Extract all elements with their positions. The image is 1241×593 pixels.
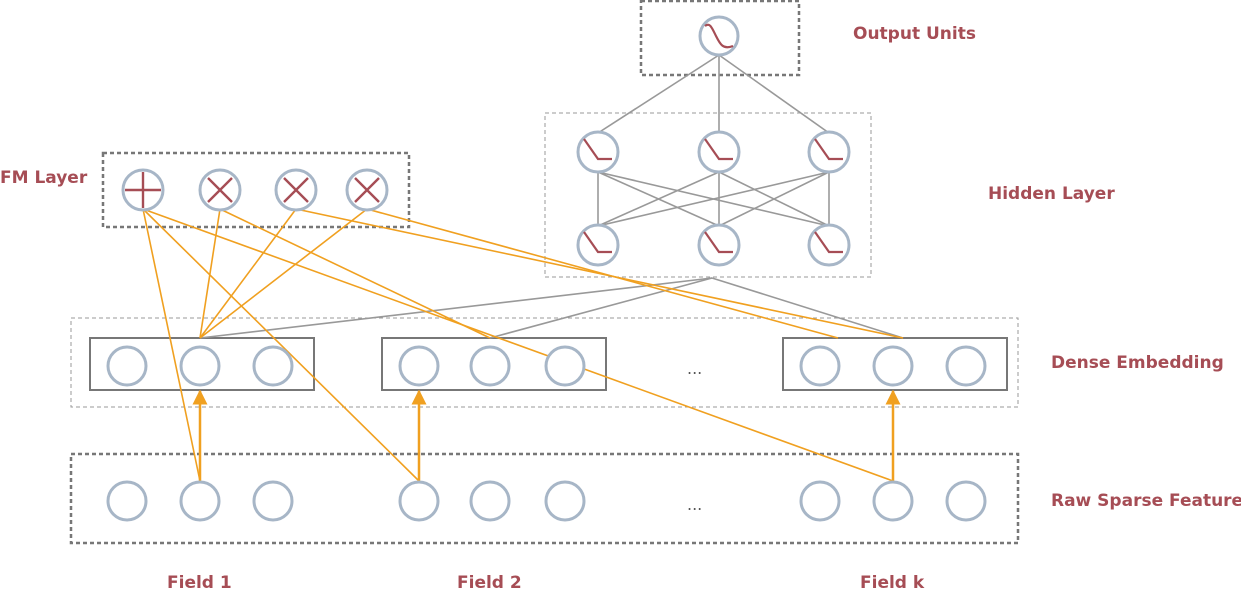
relu-icon xyxy=(583,231,612,254)
embedding-node xyxy=(544,345,586,387)
multiply-icon xyxy=(354,177,380,203)
fm-add-node xyxy=(121,168,165,212)
multiply-icon xyxy=(207,177,233,203)
sparse-node xyxy=(469,480,511,522)
fm-connections xyxy=(142,208,904,482)
relu-icon xyxy=(583,138,612,161)
fm-layer-nodes xyxy=(121,168,389,212)
embedding-node xyxy=(398,345,440,387)
sparse-node xyxy=(872,480,914,522)
fm-layer-label: FM Layer xyxy=(0,168,88,188)
hidden-node xyxy=(697,223,741,267)
hidden-layer-box xyxy=(544,112,872,278)
dnn-connections xyxy=(199,54,904,339)
sigmoid-icon xyxy=(704,23,734,49)
embedding-node xyxy=(945,345,987,387)
fm-multiply-node xyxy=(345,168,389,212)
sparse-feature-nodes xyxy=(106,480,987,522)
sparse-node xyxy=(106,480,148,522)
sparse-node xyxy=(799,480,841,522)
hidden-node xyxy=(697,130,741,174)
hidden-layer-1-nodes xyxy=(576,130,851,174)
field-label-1: Field 1 xyxy=(167,573,232,593)
output-units-label: Output Units xyxy=(853,24,976,44)
fm-multiply-node xyxy=(274,168,318,212)
relu-icon xyxy=(704,138,733,161)
output-node xyxy=(698,15,740,57)
embedding-node xyxy=(252,345,294,387)
hidden-node xyxy=(576,223,620,267)
embedding-node xyxy=(469,345,511,387)
embedding-ellipsis: ... xyxy=(687,359,703,378)
fm-multiply-node xyxy=(198,168,242,212)
embedding-node xyxy=(799,345,841,387)
group-boxes xyxy=(69,0,1020,545)
embedding-node xyxy=(179,345,221,387)
field-label-k: Field k xyxy=(860,573,925,593)
hidden-node xyxy=(807,223,851,267)
embedding-box-field-2 xyxy=(381,337,607,391)
hidden-node xyxy=(807,130,851,174)
embedding-arrows xyxy=(192,389,901,481)
field-label-2: Field 2 xyxy=(457,573,522,593)
embedding-node xyxy=(106,345,148,387)
relu-icon xyxy=(814,138,843,161)
sparse-node xyxy=(544,480,586,522)
sparse-node xyxy=(945,480,987,522)
hidden-node xyxy=(576,130,620,174)
relu-icon xyxy=(814,231,843,254)
relu-icon xyxy=(704,231,733,254)
hidden-layer-2-nodes xyxy=(576,223,851,267)
multiply-icon xyxy=(283,177,309,203)
sparse-ellipsis: ... xyxy=(687,495,703,514)
sparse-node xyxy=(398,480,440,522)
sparse-node xyxy=(252,480,294,522)
dense-embedding-nodes xyxy=(106,345,987,387)
sparse-node xyxy=(179,480,221,522)
dense-embedding-label: Dense Embedding xyxy=(1051,353,1224,373)
embedding-node xyxy=(872,345,914,387)
raw-sparse-feature-label: Raw Sparse Feature xyxy=(1051,491,1241,511)
hidden-layer-label: Hidden Layer xyxy=(988,184,1115,204)
output-units-box xyxy=(639,0,801,77)
